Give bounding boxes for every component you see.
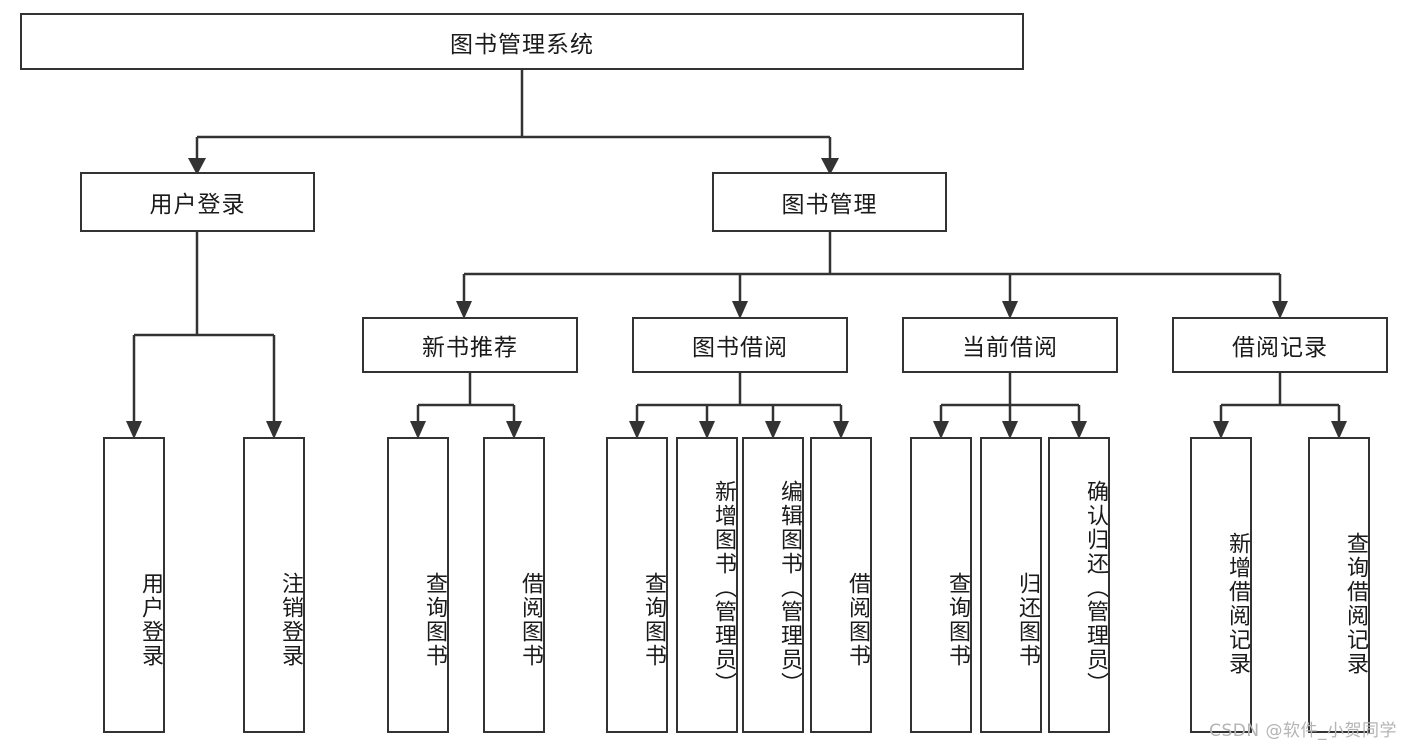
node-book-borrow[interactable]: 图书借阅 [632, 317, 848, 373]
node-leaf-confirm-return-admin-label: 确认归还（管理员） [1083, 480, 1108, 696]
node-leaf-confirm-return-admin[interactable]: 确认归还（管理员） [1048, 437, 1110, 733]
node-root[interactable]: 图书管理系统 [20, 13, 1024, 70]
node-leaf-query-borrow-record-label: 查询借阅记录 [1343, 532, 1368, 676]
node-current-borrow[interactable]: 当前借阅 [902, 317, 1118, 373]
node-leaf-add-book-admin[interactable]: 新增图书（管理员） [676, 437, 738, 733]
node-borrow-record[interactable]: 借阅记录 [1172, 317, 1388, 373]
node-leaf-query-book-current[interactable]: 查询图书 [910, 437, 972, 733]
node-leaf-add-borrow-record[interactable]: 新增借阅记录 [1190, 437, 1252, 733]
node-root-label: 图书管理系统 [450, 31, 594, 58]
node-leaf-user-login-label: 用户登录 [138, 572, 163, 668]
node-user-login-label: 用户登录 [149, 192, 246, 218]
node-book-management[interactable]: 图书管理 [712, 172, 947, 232]
node-leaf-user-login[interactable]: 用户登录 [103, 437, 165, 733]
node-leaf-add-borrow-record-label: 新增借阅记录 [1225, 532, 1250, 676]
node-leaf-query-book-current-label: 查询图书 [945, 572, 970, 668]
node-leaf-logout-label: 注销登录 [278, 572, 303, 668]
node-leaf-query-book-borrow-label: 查询图书 [641, 572, 666, 668]
watermark: CSDN @软件_小贺同学 [1209, 721, 1397, 741]
node-borrow-record-label: 借阅记录 [1232, 335, 1328, 361]
node-leaf-return-book-label: 归还图书 [1015, 572, 1040, 668]
node-current-borrow-label: 当前借阅 [962, 335, 1058, 361]
node-leaf-add-book-admin-label: 新增图书（管理员） [711, 480, 736, 696]
node-leaf-query-book-borrow[interactable]: 查询图书 [606, 437, 668, 733]
node-leaf-return-book[interactable]: 归还图书 [980, 437, 1042, 733]
node-leaf-borrow-book[interactable]: 借阅图书 [810, 437, 872, 733]
node-user-login[interactable]: 用户登录 [80, 172, 315, 232]
node-leaf-edit-book-admin[interactable]: 编辑图书（管理员） [742, 437, 804, 733]
node-book-borrow-label: 图书借阅 [692, 335, 788, 361]
node-book-management-label: 图书管理 [781, 192, 878, 218]
node-new-book-recommend[interactable]: 新书推荐 [362, 317, 578, 373]
node-leaf-query-borrow-record[interactable]: 查询借阅记录 [1308, 437, 1370, 733]
node-leaf-logout[interactable]: 注销登录 [243, 437, 305, 733]
node-leaf-query-book-recommend[interactable]: 查询图书 [387, 437, 449, 733]
node-leaf-borrow-book-label: 借阅图书 [845, 572, 870, 668]
node-leaf-edit-book-admin-label: 编辑图书（管理员） [777, 480, 802, 696]
node-leaf-borrow-book-recommend-label: 借阅图书 [518, 572, 543, 668]
node-leaf-borrow-book-recommend[interactable]: 借阅图书 [483, 437, 545, 733]
node-leaf-query-book-recommend-label: 查询图书 [422, 572, 447, 668]
node-new-book-recommend-label: 新书推荐 [422, 335, 518, 361]
